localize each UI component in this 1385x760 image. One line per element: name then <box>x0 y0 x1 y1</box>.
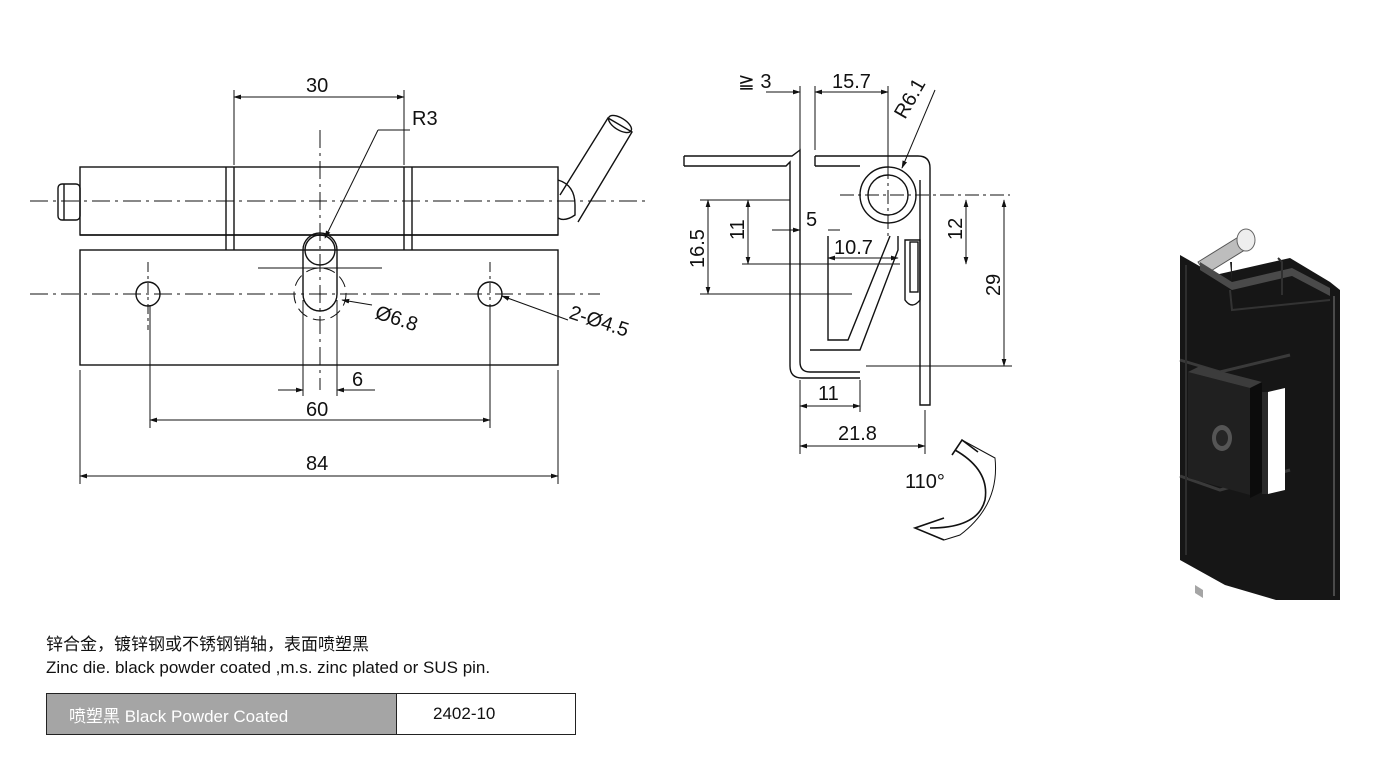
part-number-cell: 2402-10 <box>433 704 496 723</box>
dim-hole-pitch: 60 <box>306 399 328 421</box>
hinge-3d-illustration <box>1179 228 1340 600</box>
technical-drawing: 30 R3 Ø6.8 2-Ø4.5 6 60 84 <box>30 71 1340 600</box>
dim-inner-width: 10.7 <box>834 237 873 259</box>
dim-leaf-offset: 15.7 <box>832 71 871 93</box>
dim-total-depth: 21.8 <box>838 423 877 445</box>
dim-base-width: 11 <box>818 383 839 405</box>
material-description-cn: 锌合金，镀锌钢或不锈钢销轴，表面喷塑黑 <box>46 635 369 654</box>
dim-overall-length: 84 <box>306 453 328 475</box>
material-description-en: Zinc die. black powder coated ,m.s. zinc… <box>46 658 491 677</box>
dim-height-left: 16.5 <box>687 229 709 268</box>
dim-slot-diameter: Ø6.8 <box>372 302 420 336</box>
dim-angle: 110° <box>905 471 945 493</box>
dim-height-inner: 11 <box>727 219 749 240</box>
dim-height-total: 29 <box>983 274 1005 296</box>
finish-cell: 喷塑黑 Black Powder Coated <box>47 694 397 734</box>
spec-table: 喷塑黑 Black Powder Coated 2402-10 <box>46 693 576 735</box>
side-view <box>683 86 1012 541</box>
dim-lip: 5 <box>806 209 817 231</box>
dim-top-gap: 30 <box>306 75 328 97</box>
front-view <box>30 90 650 484</box>
dim-slot-offset: 6 <box>352 369 363 391</box>
dim-height-right: 12 <box>945 218 967 240</box>
dim-radius-small: R3 <box>412 108 438 130</box>
dim-hole-spec: 2-Ø4.5 <box>566 302 631 342</box>
dim-clearance: ≧ 3 <box>738 71 771 93</box>
